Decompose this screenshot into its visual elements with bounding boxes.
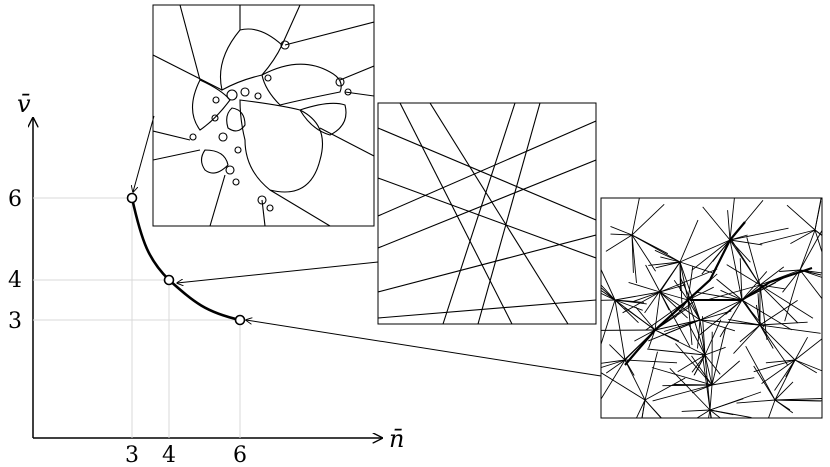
y-axis-label: v̄ [17,90,31,118]
connector-arrow-lines [177,261,379,283]
x-axis-label: n̄ [389,425,404,453]
data-point [126,192,138,204]
y-tick-label: 4 [8,268,22,293]
guide-lines [33,197,241,438]
connector-arrows [133,115,602,377]
triangulation-inset [600,197,823,419]
x-tick-label: 3 [125,443,139,467]
data-point [234,314,246,326]
line-arrangement-inset [377,102,597,325]
data-point [163,274,175,286]
x-tick-label: 6 [233,443,247,467]
voronoi-inset [152,4,375,227]
y-tick-label: 6 [8,187,22,212]
connector-arrow-voronoi [133,115,155,192]
tick-labels: 3 4 6 6 4 3 [8,187,247,467]
y-tick-label: 3 [8,309,22,334]
data-series [126,192,246,326]
x-tick-label: 4 [162,443,176,467]
connector-arrow-triangulation [246,320,602,377]
